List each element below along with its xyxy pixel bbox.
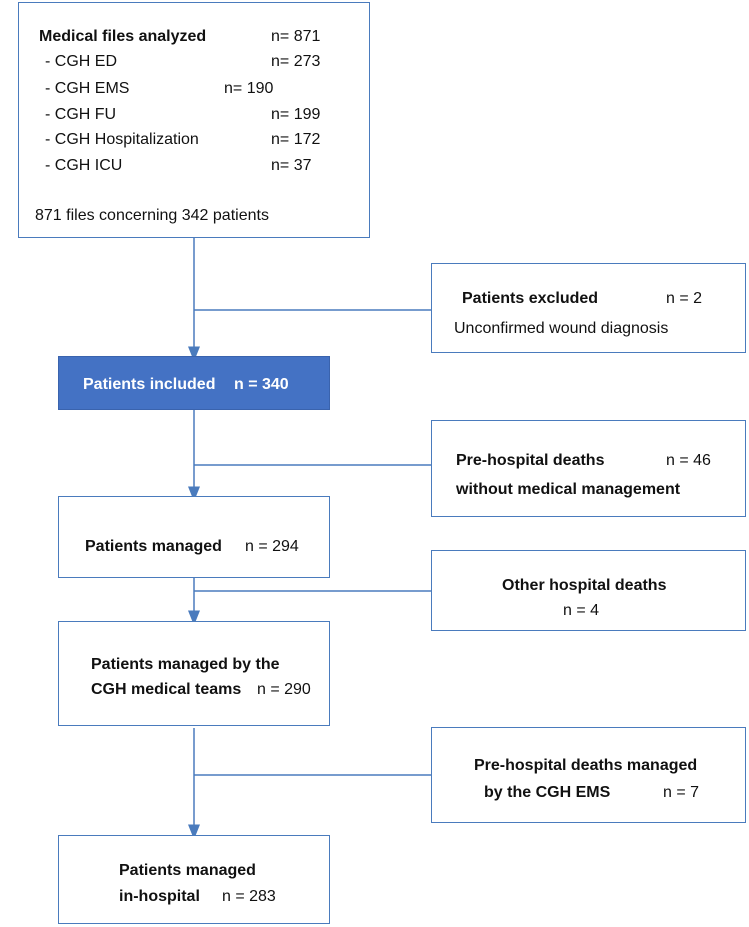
managed-box: Patients managed n = 294 xyxy=(58,496,330,578)
managed-title: Patients managed xyxy=(85,538,222,555)
files-item-label: - CGH EMS xyxy=(45,80,130,97)
prehospital-deaths-line1: Pre-hospital deaths xyxy=(456,452,605,469)
files-analyzed-box: Medical files analyzed n= 871 - CGH ED n… xyxy=(18,2,370,238)
other-deaths-title: Other hospital deaths xyxy=(502,577,667,594)
included-title: Patients included xyxy=(83,376,216,393)
files-item-n: n= 199 xyxy=(271,106,321,123)
files-item-n: n= 172 xyxy=(271,131,321,148)
in-hospital-box: Patients managed in-hospital n = 283 xyxy=(58,835,330,924)
managed-n: n = 294 xyxy=(245,538,299,555)
managed-cgh-n: n = 290 xyxy=(257,681,311,698)
included-n: n = 340 xyxy=(234,376,289,393)
in-hospital-n: n = 283 xyxy=(222,888,276,905)
prehospital-deaths-line2: without medical management xyxy=(456,481,681,498)
files-item-label: - CGH FU xyxy=(45,106,117,123)
prehospital-managed-n: n = 7 xyxy=(663,784,700,801)
files-title-n: n= 871 xyxy=(271,28,321,45)
files-item-label: - CGH ICU xyxy=(45,157,123,174)
in-hospital-line1: Patients managed xyxy=(119,862,256,879)
excluded-box: Patients excluded n = 2 Unconfirmed woun… xyxy=(431,263,746,353)
files-item-n: n= 190 xyxy=(224,80,274,97)
excluded-n: n = 2 xyxy=(666,290,703,307)
files-item-n: n= 37 xyxy=(271,157,312,174)
files-title: Medical files analyzed xyxy=(39,28,207,45)
prehospital-deaths-n: n = 46 xyxy=(666,452,711,469)
managed-cgh-box: Patients managed by the CGH medical team… xyxy=(58,621,330,726)
prehospital-deaths-box: Pre-hospital deaths n = 46 without medic… xyxy=(431,420,746,517)
in-hospital-line2: in-hospital xyxy=(119,888,200,905)
managed-cgh-line2: CGH medical teams xyxy=(91,681,242,698)
managed-cgh-line1: Patients managed by the xyxy=(91,656,280,673)
excluded-title: Patients excluded xyxy=(462,290,599,307)
files-item-label: - CGH Hospitalization xyxy=(45,131,199,148)
prehospital-managed-line1: Pre-hospital deaths managed xyxy=(474,757,698,774)
prehospital-managed-line2: by the CGH EMS xyxy=(484,784,611,801)
other-deaths-n: n = 4 xyxy=(563,602,600,619)
files-summary: 871 files concerning 342 patients xyxy=(35,207,269,224)
other-deaths-box: Other hospital deaths n = 4 xyxy=(431,550,746,631)
files-item-label: - CGH ED xyxy=(45,53,117,70)
prehospital-managed-box: Pre-hospital deaths managed by the CGH E… xyxy=(431,727,746,823)
included-box: Patients included n = 340 xyxy=(58,356,330,410)
excluded-reason: Unconfirmed wound diagnosis xyxy=(454,320,669,337)
files-item-n: n= 273 xyxy=(271,53,321,70)
